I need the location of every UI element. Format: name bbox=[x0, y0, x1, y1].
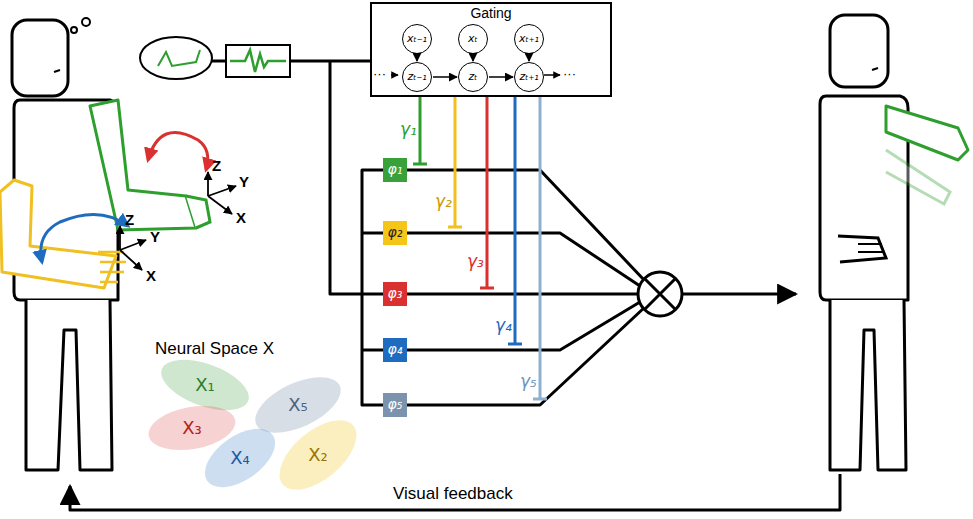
node-text: xₜ₊₁ bbox=[519, 33, 539, 45]
gate-weight: γ₃ bbox=[467, 252, 484, 271]
gate-weight: γ₅ bbox=[520, 372, 537, 391]
gate-weight: γ₄ bbox=[495, 316, 512, 335]
node-text: X₅ bbox=[288, 395, 308, 415]
ellipsis: ··· bbox=[373, 67, 386, 81]
dependency-arrow bbox=[528, 55, 530, 61]
basis-function-box: φ₂ bbox=[383, 221, 407, 245]
node-text: xₜ bbox=[468, 33, 478, 45]
basis-function-box: φ₁ bbox=[383, 158, 407, 182]
state-node: xₜ₊₁ bbox=[514, 24, 544, 54]
gate-weight: γ₁ bbox=[400, 120, 417, 139]
node-text: φ₃ bbox=[388, 286, 403, 301]
node-text: Gating bbox=[470, 6, 511, 21]
gating-box: Gating xₜ₋₁ xₜ xₜ₊₁ zₜ₋₁ zₜ zₜ₊₁ bbox=[370, 2, 612, 97]
node-text: zₜ₋₁ bbox=[407, 71, 426, 83]
axis-label: X bbox=[236, 210, 246, 227]
right-person bbox=[820, 15, 908, 470]
dependency-arrow bbox=[489, 76, 513, 78]
latent-node: zₜ₋₁ bbox=[402, 62, 432, 92]
dependency-arrow bbox=[433, 76, 457, 78]
dependency-arrow bbox=[416, 55, 418, 61]
node-text: X₂ bbox=[308, 445, 328, 465]
axis-label: Y bbox=[239, 174, 249, 191]
dependency-arrow bbox=[472, 55, 474, 61]
axis-label: X bbox=[146, 268, 156, 285]
state-node: xₜ₋₁ bbox=[402, 24, 432, 54]
axis-label: Y bbox=[150, 229, 160, 246]
axis-label: Z bbox=[212, 158, 221, 175]
basis-function-box: φ₃ bbox=[383, 282, 407, 306]
latent-node: zₜ₊₁ bbox=[514, 62, 544, 92]
neural-subspace: X₄ bbox=[200, 436, 280, 480]
neural-subspace: X₅ bbox=[252, 383, 344, 427]
node-text: φ₁ bbox=[388, 162, 403, 177]
node-text: X₃ bbox=[182, 418, 202, 438]
node-text: zₜ₊₁ bbox=[519, 71, 538, 83]
axis-label: Z bbox=[125, 212, 134, 229]
gate-weight: γ₂ bbox=[435, 192, 452, 211]
feedback-label: Visual feedback bbox=[390, 485, 516, 504]
basis-function-box: φ₅ bbox=[383, 393, 407, 417]
node-text: zₜ bbox=[468, 71, 477, 83]
node-text: X₁ bbox=[195, 375, 215, 395]
latent-node: zₜ bbox=[458, 62, 488, 92]
basis-function-box: φ₄ bbox=[383, 338, 407, 362]
space-label: Neural Space X bbox=[155, 340, 274, 359]
neural-subspace: X₁ bbox=[159, 364, 251, 406]
node-text: φ₂ bbox=[388, 225, 403, 240]
neural-subspace: X₂ bbox=[272, 431, 364, 479]
node-text: φ₄ bbox=[388, 342, 403, 357]
node-text: φ₅ bbox=[388, 397, 403, 412]
node-text: X₄ bbox=[230, 448, 250, 468]
state-node: xₜ bbox=[458, 24, 488, 54]
node-text: xₜ₋₁ bbox=[407, 33, 427, 45]
ellipsis: ··· bbox=[563, 67, 576, 81]
neural-subspace: X₃ bbox=[148, 407, 236, 449]
